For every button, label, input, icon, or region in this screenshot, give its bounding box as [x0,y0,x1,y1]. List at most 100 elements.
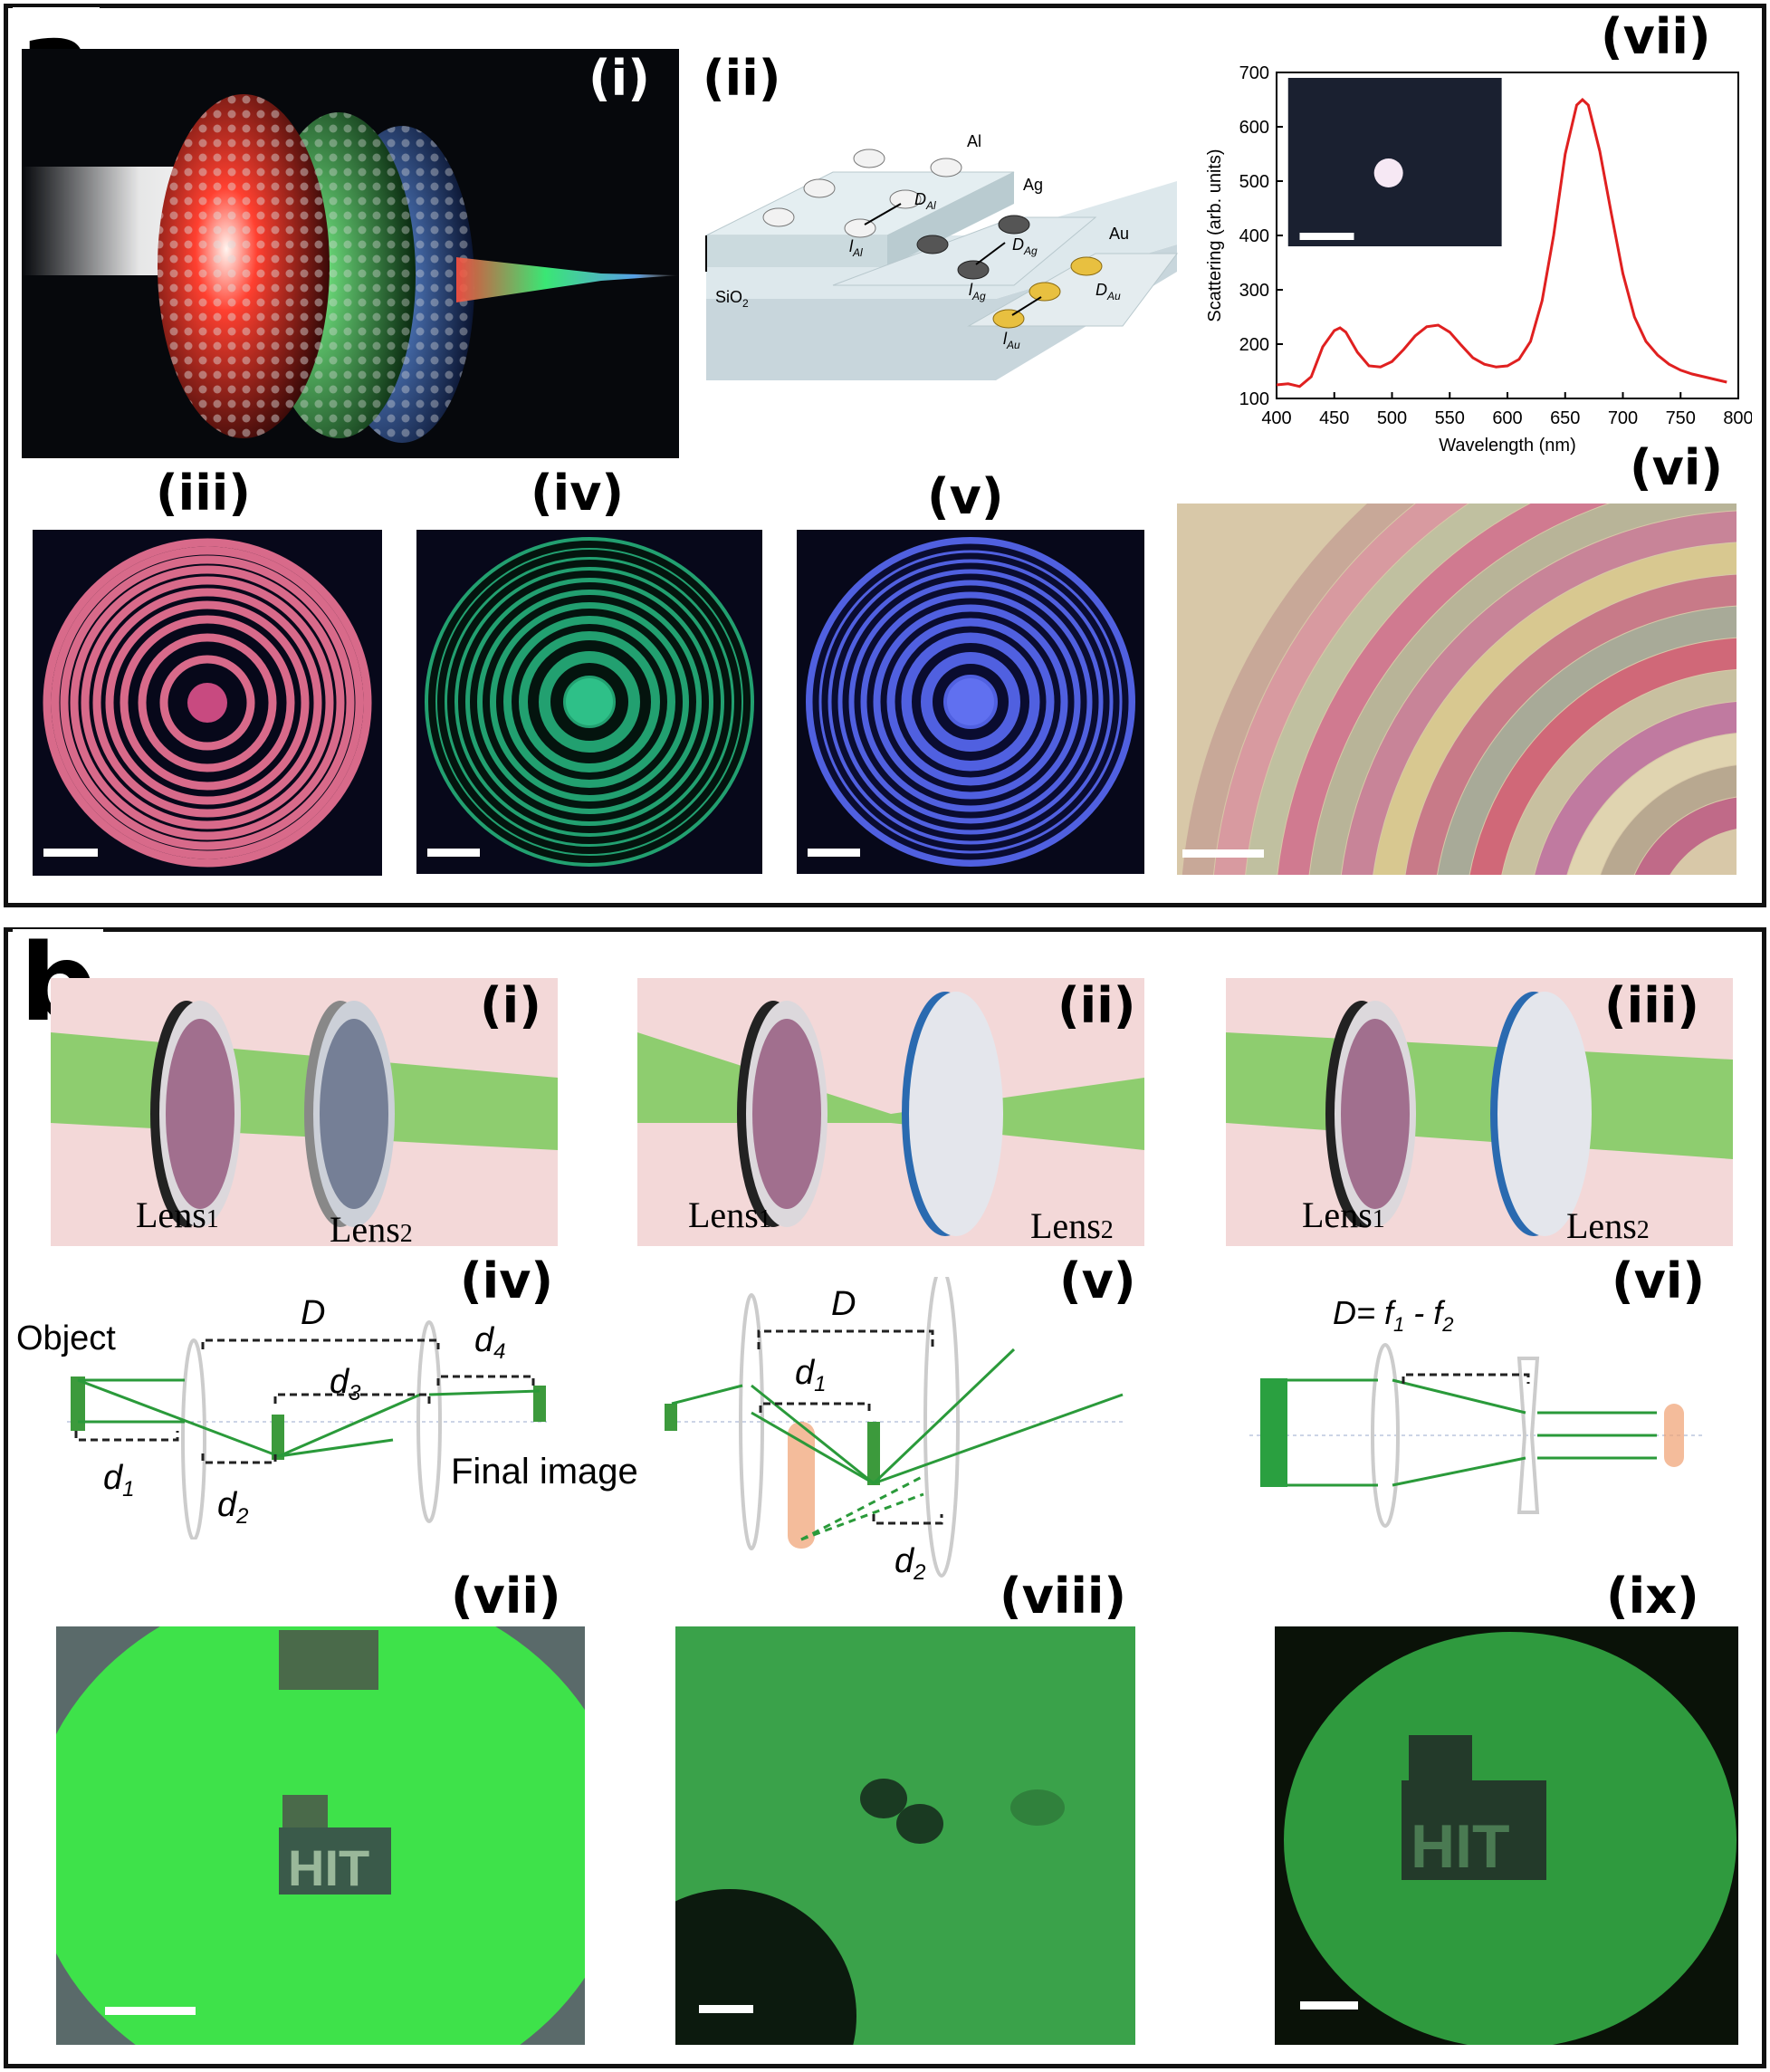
sio2-label: SiO2 [715,288,749,310]
inset-scale-bar [1299,233,1354,240]
hit-image-vii: HIT [56,1626,585,2045]
scale-bar [1182,849,1264,858]
panel-a-label-vi: (vi) [1630,439,1724,496]
x-tick-label: 450 [1319,408,1349,428]
x-tick-label: 750 [1666,408,1696,428]
scale-bar [808,849,860,857]
panel-a-label-i: (i) [588,50,650,107]
lens-pair-illustration-iii [1226,978,1733,1246]
D-label-iv: D [301,1294,325,1332]
y-tick-label: 600 [1239,118,1269,138]
hit-text-vii: HIT [288,1839,369,1896]
panel-b-label-ix: (ix) [1606,1568,1699,1625]
color-arcs [1182,504,1737,875]
d2-label-iv: d2 [217,1486,249,1529]
al-label: Al [967,132,981,150]
panel-b-label-vii: (vii) [451,1568,561,1625]
au-label: Au [1109,225,1129,243]
scale-bar [43,849,98,857]
color-ring-closeup-image [1177,504,1737,875]
panel-b-label-iii: (iii) [1604,977,1699,1034]
panel-b-label-vi: (vi) [1612,1252,1706,1309]
lens2-label-ii: Lens2 [1030,1205,1114,1246]
object-label: Object [16,1319,116,1357]
lens-pair-drawing-i [51,1001,558,1227]
y-tick-label: 300 [1239,281,1269,301]
x-axis-label: Wavelength (nm) [1439,436,1576,456]
panel-b-label-viii: (viii) [1000,1568,1127,1625]
y-tick-label: 500 [1239,172,1269,192]
lens2-label-i: Lens2 [330,1209,413,1250]
l-al-label: lAl [849,237,863,259]
lens-pair-drawing-iii [1226,992,1733,1236]
scattering-spectrum-chart: 400 450 500 550 600 650 700 750 800 100 200 300 400 5… [1205,63,1752,456]
panel-b-label-ii: (ii) [1057,977,1136,1034]
hit-image-vii-drawing: HIT [56,1626,585,2045]
d3-label-iv: d3 [330,1363,361,1405]
d1-label-iv: d1 [103,1459,135,1501]
final-image-label: Final image [451,1452,638,1492]
lens1-label-iii: Lens1 [1302,1194,1385,1235]
y-tick-label: 700 [1239,63,1269,83]
ag-label: Ag [1023,176,1043,194]
scale-bar [699,2005,753,2013]
y-tick-label: 400 [1239,226,1269,246]
y-tick-label: 200 [1239,335,1269,355]
panel-a-label-vii: (vii) [1601,8,1711,65]
y-axis-label: Scattering (arb. units) [1205,149,1225,321]
D-formula: D= f1 - f2 [1333,1294,1454,1336]
blue-zone-plate-image [797,530,1144,874]
x-tick-label: 650 [1550,408,1580,428]
lens-pair-illustration-i [51,978,558,1246]
panel-b-label-iv: (iv) [460,1252,554,1309]
panel-a-label-iv: (iv) [531,465,625,522]
x-tick-label: 700 [1608,408,1638,428]
metalens-stack-illustration [22,49,679,458]
lens1-label-ii: Lens1 [688,1194,771,1235]
x-tick-label: 400 [1261,408,1291,428]
tri-metal-schematic: t SiO2 Al Ag Au DAl lAl DAg lAg DAu lAu [697,118,1186,398]
d4-label-iv: d4 [474,1321,506,1364]
scale-bar [105,2007,196,2015]
inset-particle-spot [1373,158,1403,187]
x-tick-label: 800 [1723,408,1752,428]
d-ag-label: DAg [1012,235,1038,257]
l-ag-label: lAg [969,281,986,302]
panel-a-label-ii: (ii) [703,50,781,107]
hit-text-ix: HIT [1411,1812,1510,1881]
x-tick-label: 500 [1377,408,1407,428]
ray-diagram-v: D d1 d2 [665,1277,1124,1585]
d-au-label: DAu [1095,281,1121,302]
scattering-series-line [1276,97,1727,388]
x-tick-label: 550 [1435,408,1465,428]
scale-bar [1300,2001,1358,2010]
lens-pair-illustration-ii [637,978,1144,1246]
ray-diagram-vi: D= f1 - f2 [1249,1294,1702,1528]
lens2-label-iii: Lens2 [1566,1205,1650,1246]
red-rings [43,538,372,868]
d1-label-v: d1 [795,1354,827,1396]
schematic-drawing: t SiO2 Al Ag Au DAl lAl DAg lAg DAu lAu [705,132,1178,380]
panel-a-label-iii: (iii) [156,465,251,522]
blur-image-viii-drawing [675,1779,1065,2045]
metalens-stack-drawing [22,94,679,443]
lens1-label-i: Lens1 [136,1194,219,1235]
blur-image-viii [675,1626,1135,2045]
d2-label-v: d2 [895,1542,926,1585]
hit-image-ix: HIT [1275,1626,1738,2045]
y-tick-label: 100 [1239,389,1269,409]
lens-pair-drawing-ii [637,992,1144,1236]
l-au-label: lAu [1003,330,1020,351]
d-al-label: DAl [914,190,936,212]
green-rings [425,537,754,867]
panel-b-label-i: (i) [480,977,541,1034]
ray-diagram-iv: Object D d1 d2 d3 d4 Final image [16,1294,638,1540]
D-label-v: D [831,1285,856,1323]
scale-bar [427,849,480,857]
blue-rings [806,537,1135,867]
x-tick-label: 600 [1492,408,1522,428]
panel-b-label-v: (v) [1059,1252,1136,1309]
red-zone-plate-image [33,530,382,876]
hit-image-ix-drawing: HIT [1284,1632,1737,2045]
green-zone-plate-image [416,530,762,874]
